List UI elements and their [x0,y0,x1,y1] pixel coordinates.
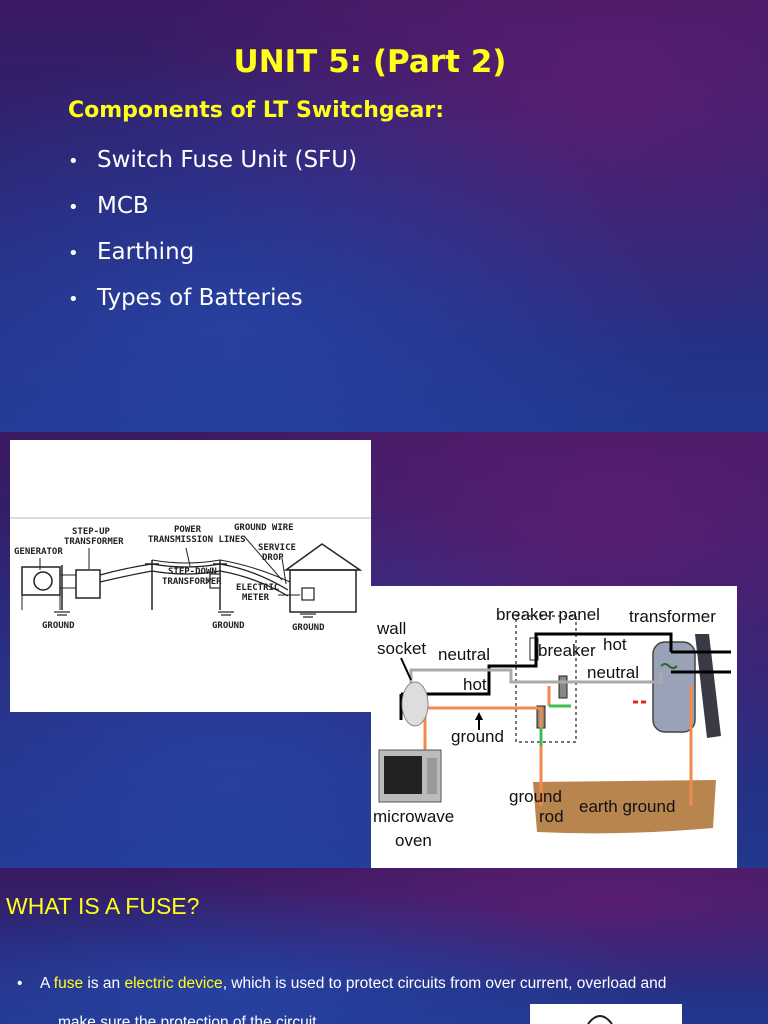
wall-socket-icon [401,681,429,727]
power-distribution-diagram: GENERATOR STEP-UP TRANSFORMER POWER TRAN… [10,440,371,712]
bullet-dot-icon: • [68,151,79,172]
list-item: • Switch Fuse Unit (SFU) [68,143,357,189]
bullet-dot-icon: • [68,243,79,264]
transmission-lines-label: TRANSMISSION LINES [148,535,246,545]
breaker-icon [529,637,539,661]
hot-right-label: hot [603,635,627,654]
list-item: • Earthing [68,235,357,281]
ground-label: GROUND [42,621,75,631]
transformer-icon [652,641,696,733]
slide-title: UNIT 5: (Part 2) [233,44,507,80]
slide-3: WHAT IS A FUSE? • A fuse is an electric d… [0,868,768,1024]
step-down-label-2: TRANSFORMER [162,577,222,587]
fuse-image [530,1004,682,1024]
electric-meter-label-2: METER [242,593,270,603]
oven-label: oven [395,831,432,850]
ground-label: ground [451,727,504,746]
ground-symbol-icon [54,611,316,618]
bullet-text: Earthing [97,239,195,265]
breaker-panel-label: breaker panel [496,605,600,624]
step-down-label: STEP-DOWN [168,567,217,577]
generator-icon [21,566,61,610]
socket-label: socket [377,639,426,658]
electric-device-highlight: electric device [124,975,223,992]
bullet-dot-icon: • [17,975,23,992]
slide-title: WHAT IS A FUSE? [6,893,200,919]
step-up-label-2: TRANSFORMER [64,537,124,547]
hot-label: hot [463,675,487,694]
power-label: POWER [174,525,202,535]
ground-rod-label-2: rod [539,807,564,826]
generator-label: GENERATOR [14,547,63,557]
text-span: , which is used to protect circuits from… [222,975,667,992]
house-icon [283,543,363,613]
breaker-panel-box [515,615,577,743]
ground-rod-label: ground [509,787,562,806]
slide-subtitle: Components of LT Switchgear: [68,98,445,123]
step-up-transformer-icon [60,569,101,599]
slide-1: UNIT 5: (Part 2) Components of LT Switch… [0,0,768,432]
ground-wire-label: GROUND WIRE [234,523,294,533]
microwave-label: microwave [373,807,454,826]
earth-ground-icon [533,780,716,834]
bullet-text: Types of Batteries [97,285,303,311]
electric-meter-label: ELECTRIC [236,583,279,593]
bullet-dot-icon: • [68,197,79,218]
list-item: • Types of Batteries [68,281,357,327]
wall-label: wall [376,619,406,638]
microwave-oven-icon [378,749,442,803]
bullet-dot-icon: • [68,289,79,310]
service-drop-label-2: DROP [262,553,284,563]
fuse-highlight: fuse [53,975,84,992]
slide-2: GENERATOR STEP-UP TRANSFORMER POWER TRAN… [0,432,768,868]
breaker-label: breaker [538,641,596,660]
service-drop-label: SERVICE [258,543,296,553]
bullet-list: • Switch Fuse Unit (SFU) • MCB • Earthing •… [68,143,357,327]
earth-ground-label: earth ground [579,797,675,816]
bullet-text: Switch Fuse Unit (SFU) [97,147,358,173]
list-item: • MCB [68,189,357,235]
text-span: A [40,975,54,992]
neutral-label: neutral [438,645,490,664]
text-span: is an [83,975,125,992]
transformer-label: transformer [629,607,716,626]
ground-label: GROUND [212,621,245,631]
step-up-label: STEP-UP [72,527,111,537]
step-down-transformer-icon [209,573,221,589]
earthing-diagram: wall socket neutral hot ground breaker p… [371,586,737,868]
fuse-definition: • A fuse is an electric device, which is … [17,964,762,1024]
list-item: • A fuse is an electric device, which is … [17,964,762,1003]
bullet-text: MCB [97,193,149,219]
neutral-right-label: neutral [587,663,639,682]
ground-label: GROUND [292,623,325,633]
pole-icon [695,634,721,738]
text-line: make sure the protection of the circuit. [58,1014,321,1024]
